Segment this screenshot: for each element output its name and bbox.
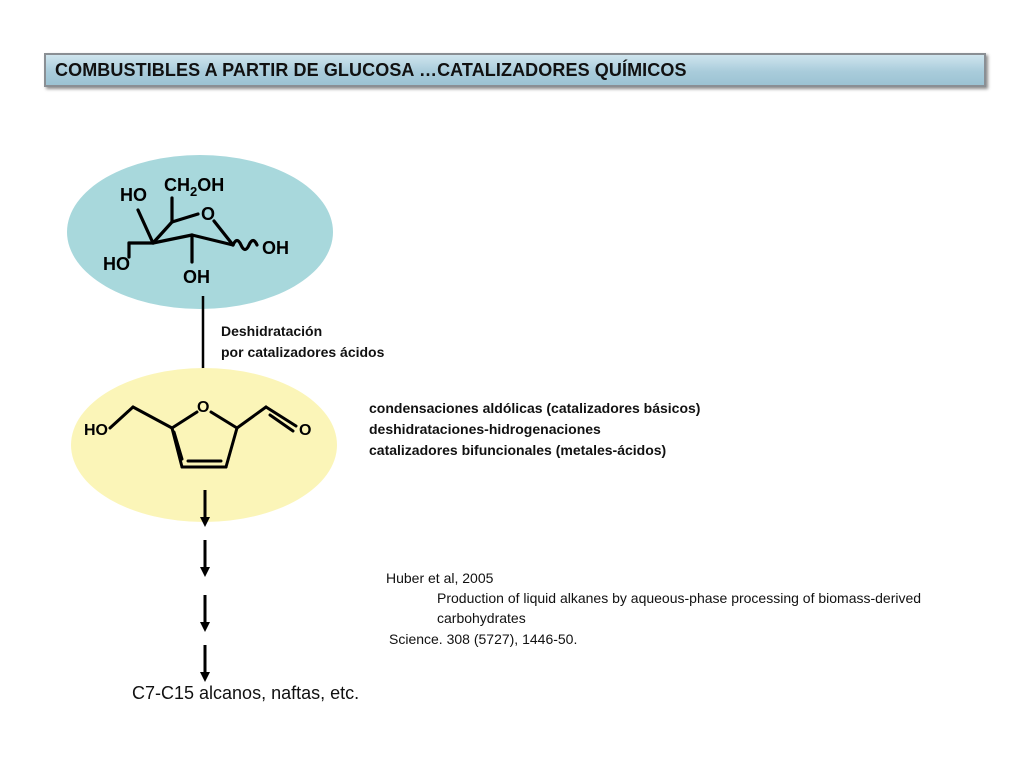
glucose-structure [127, 196, 259, 264]
product-label: C7-C15 alcanos, naftas, etc. [132, 683, 360, 703]
reactions-list: condensaciones aldólicas (catalizadores … [369, 398, 700, 461]
reference-journal: Science. 308 (5727), 1446-50. [389, 631, 578, 647]
hmf-ho: HO [84, 422, 108, 439]
reference-title-line-1: Production of liquid alkanes by aqueous-… [437, 590, 922, 606]
slide-title: COMBUSTIBLES A PARTIR DE GLUCOSA …CATALI… [55, 60, 687, 80]
reference-title-line-2: carbohydrates [437, 610, 526, 626]
reaction-item: deshidrataciones-hidrogenaciones [369, 421, 601, 437]
title-bar: COMBUSTIBLES A PARTIR DE GLUCOSA …CATALI… [44, 53, 986, 87]
reaction-item: condensaciones aldólicas (catalizadores … [369, 400, 701, 416]
glucose-oh-right: OH [262, 238, 289, 258]
dehydration-label: Deshidratación por catalizadores ácidos [221, 321, 384, 363]
glucose-ho-left: HO [103, 254, 130, 274]
hmf-structure [108, 405, 298, 469]
reaction-item: catalizadores bifuncionales (metales-áci… [369, 442, 667, 458]
glucose-ellipse [67, 155, 333, 309]
hmf-ellipse [71, 368, 337, 522]
glucose-ch2oh: CH2OH [164, 175, 224, 199]
glucose-oh-bottom: OH [183, 267, 210, 287]
hmf-carbonyl-oxygen: O [299, 422, 311, 439]
glucose-ho-top: HO [120, 185, 147, 205]
reference-author: Huber et al, 2005 [386, 570, 494, 586]
dehydration-line-1: Deshidratación [221, 323, 323, 339]
hmf-ring-oxygen: O [197, 399, 209, 416]
glucose-ring-oxygen: O [201, 204, 215, 224]
dehydration-line-2: por catalizadores ácidos [221, 344, 385, 360]
